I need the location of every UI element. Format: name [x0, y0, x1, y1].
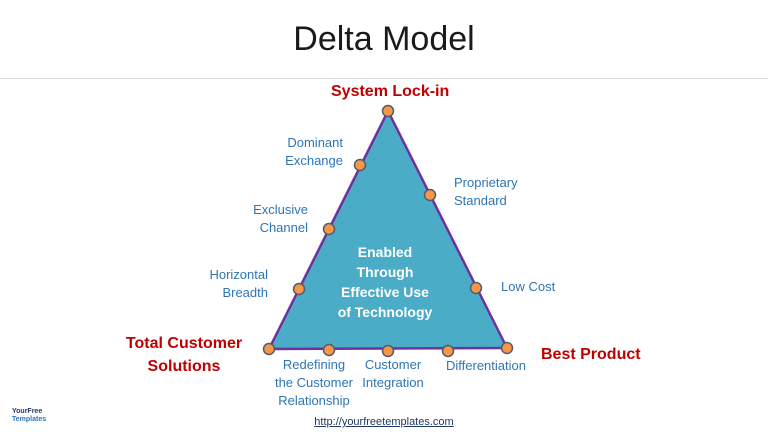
label-differentiation: Differentiation [438, 357, 534, 375]
label-line: Horizontal [209, 267, 268, 282]
label-customer-integration: Customer Integration [348, 356, 438, 392]
center-text: Enabled Through Effective Use of Technol… [320, 242, 450, 322]
label-exclusive-channel: Exclusive Channel [228, 201, 308, 237]
label-line: Breadth [222, 285, 268, 300]
node-horizontal-breadth [292, 282, 306, 296]
node-exclusive-channel [322, 222, 336, 236]
node-system-lock-in [381, 104, 395, 118]
vertex-label-left-line2: Solutions [147, 358, 221, 375]
label-horizontal-breadth: Horizontal Breadth [188, 266, 268, 302]
vertex-label-left-line1: Total Customer [125, 335, 243, 352]
label-line: Exclusive [253, 202, 308, 217]
label-dominant-exchange: Dominant Exchange [263, 134, 343, 170]
label-line: Redefining [282, 357, 346, 372]
label-line: Relationship [278, 393, 350, 408]
node-low-cost [469, 281, 483, 295]
vertex-label-right: Best Product [541, 346, 641, 363]
label-line: Exchange [285, 153, 343, 168]
node-customer-integration [381, 344, 395, 358]
vertex-label-top: System Lock-in [331, 83, 450, 100]
vertex-label-left: Total Customer Solutions [120, 332, 248, 378]
label-low-cost: Low Cost [501, 278, 555, 296]
node-redefining-relationship [322, 343, 336, 357]
page-title: Delta Model [293, 20, 475, 58]
brand-logo: YourFree Templates [12, 408, 46, 424]
logo-line: Templates [12, 416, 47, 423]
label-line: Proprietary [454, 175, 518, 190]
label-line: Customer [364, 357, 422, 372]
label-line: Standard [454, 193, 507, 208]
node-proprietary-standard [423, 188, 437, 202]
label-redefining-relationship: Redefining the Customer Relationship [266, 356, 362, 410]
node-differentiation [441, 344, 455, 358]
center-text-line: of Technology [337, 304, 433, 320]
center-text-line: Through [356, 264, 414, 280]
label-line: Differentiation [446, 358, 526, 373]
label-line: the Customer [274, 375, 354, 390]
center-text-line: Effective Use [341, 284, 429, 300]
node-best-product [500, 341, 514, 355]
label-line: Low Cost [501, 279, 556, 294]
label-line: Integration [362, 375, 424, 390]
label-line: Channel [259, 220, 308, 235]
title-divider [0, 78, 768, 79]
node-total-customer-solutions [262, 342, 276, 356]
node-dominant-exchange [353, 158, 367, 172]
footer-link[interactable]: http://yourfreetemplates.com [314, 416, 454, 428]
logo-line: YourFree [12, 408, 43, 415]
label-line: Dominant [287, 135, 343, 150]
center-text-line: Enabled [357, 244, 413, 260]
label-proprietary-standard: Proprietary Standard [454, 174, 518, 210]
